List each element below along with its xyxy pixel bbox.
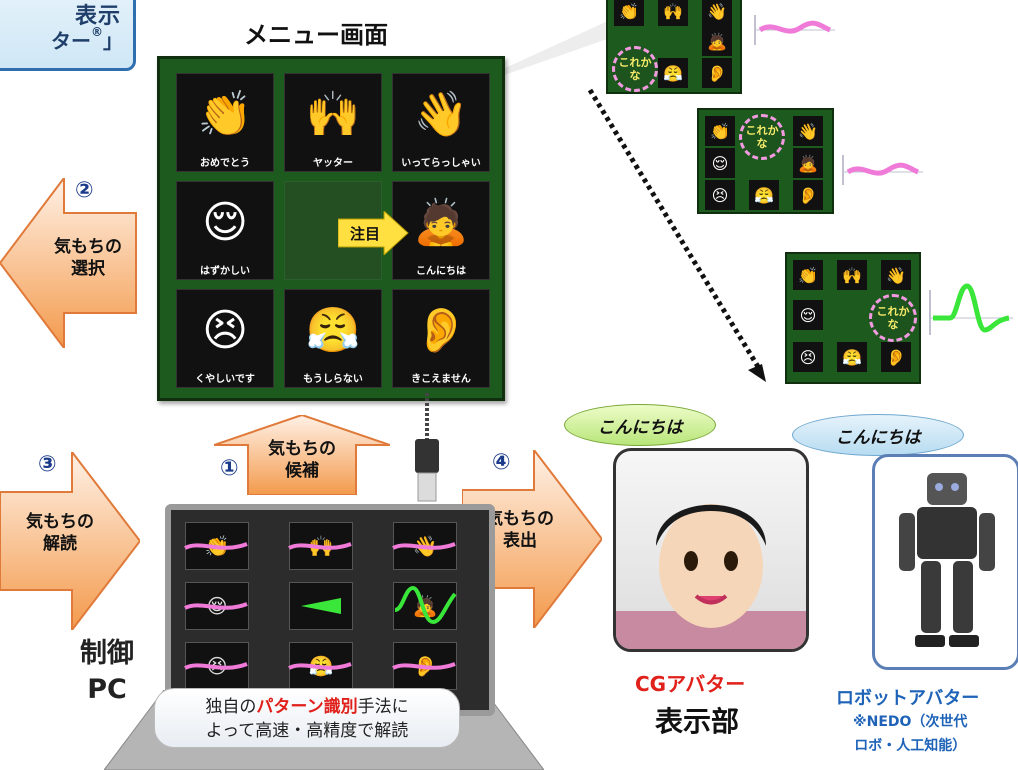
- cg-speech-bubble: こんにちは: [564, 404, 716, 446]
- step1-number: ①: [220, 456, 239, 481]
- mini-board-1: 👏🙌👋 🙇 😤👂 これかな: [606, 0, 742, 94]
- menu-cell-moushiranai[interactable]: 😤 もうしらない: [284, 289, 382, 388]
- step3-number: ③: [38, 452, 57, 477]
- robot-speech-bubble: こんにちは: [792, 414, 964, 456]
- laptop-signal-overlay: [184, 542, 457, 670]
- menu-cell-label: ヤッター: [313, 158, 353, 169]
- signal-wave-green: [929, 283, 1013, 335]
- menu-cell-omedetou[interactable]: 👏 おめでとう: [176, 73, 274, 172]
- candidate-ring: これかな: [612, 46, 658, 92]
- laptop-screen: 👏🙌👋 😌🙇 😣😤👂: [165, 504, 495, 716]
- cg-avatar-label: CGアバター: [635, 672, 746, 696]
- menu-board: 👏 おめでとう 🙌 ヤッター 👋 いってらっしゃい 😌 はずかしい 🙇 こんにち…: [157, 56, 505, 401]
- step2-label: 気もちの選択: [54, 237, 122, 279]
- step4-label: 気もちの表出: [486, 509, 554, 551]
- menu-cell-kuyashii[interactable]: 😣 くやしいです: [176, 289, 274, 388]
- method-info-box: 独自のパターン識別手法に よって高速・高精度で解読: [154, 688, 460, 748]
- menu-cell-label: いってらっしゃい: [401, 158, 481, 169]
- jumping-person-icon: 🙌: [305, 89, 361, 140]
- signal-wave-pink-1: [754, 15, 835, 45]
- shy-face-icon: 😌: [202, 196, 248, 248]
- cg-avatar-frame: [613, 448, 809, 652]
- clapping-hands-icon: 👏: [197, 89, 253, 140]
- candidate-ring: これかな: [739, 114, 785, 160]
- cg-avatar-face-icon: [616, 504, 806, 649]
- menu-cell-label: もうしらない: [303, 374, 363, 385]
- bowing-people-icon: 🙇: [413, 197, 469, 248]
- title-line1: 表示: [74, 4, 121, 29]
- step3-label: 気もちの解読: [26, 512, 94, 554]
- waving-people-icon: 👋: [413, 89, 469, 140]
- robot-avatar-frame: [872, 454, 1018, 670]
- dotted-arrow-icon: [587, 88, 766, 382]
- notice-label: 注目: [350, 225, 381, 243]
- usb-cable: [415, 393, 439, 502]
- arms-crossed-icon: 😤: [305, 305, 361, 356]
- notice-arrow-icon: [338, 211, 409, 255]
- menu-title: メニュー画面: [244, 21, 388, 49]
- menu-cell-kikoemasen[interactable]: 👂 きこえません: [392, 289, 490, 388]
- menu-cell-yatta[interactable]: 🙌 ヤッター: [284, 73, 382, 172]
- menu-cell-label: きこえません: [411, 374, 471, 385]
- title-line2: ター®」: [51, 25, 123, 53]
- humanoid-robot-icon: [899, 473, 995, 647]
- step1-label: 気もちの候補: [268, 439, 336, 481]
- menu-cell-label: こんにちは: [416, 266, 466, 277]
- mini-board-2: 👏👋 😌🙇 😣😤👂 これかな: [697, 108, 834, 214]
- menu-cell-label: おめでとう: [200, 158, 250, 169]
- menu-cell-label: くやしいです: [195, 374, 255, 385]
- display-section-label: 表示部: [655, 705, 740, 738]
- step1-arrow-icon: [214, 415, 390, 495]
- mini-board-3: 👏🙌👋 😌 😣😤👂 これかな: [785, 252, 921, 384]
- step4-number: ④: [492, 450, 511, 475]
- signal-wave-pink-2: [842, 155, 923, 185]
- step3-arrow-icon: [0, 452, 140, 630]
- menu-cell-hazukashii[interactable]: 😌 はずかしい: [176, 181, 274, 280]
- title-box: 表示 ター®」: [0, 0, 136, 71]
- step2-number: ②: [75, 178, 94, 203]
- menu-cell-itterasshai[interactable]: 👋 いってらっしゃい: [392, 73, 490, 172]
- candidate-ring: これかな: [869, 294, 917, 342]
- nedo-note: ※NEDO（次世代ロボ・人工知能）: [853, 714, 968, 754]
- frustrated-person-icon: 😣: [202, 304, 248, 356]
- step2-arrow-icon: [0, 178, 137, 348]
- hand-to-ear-icon: 👂: [413, 305, 469, 356]
- projection-beam: [490, 20, 610, 80]
- robot-avatar-label: ロボットアバター: [836, 688, 980, 709]
- menu-cell-label: はずかしい: [200, 266, 250, 277]
